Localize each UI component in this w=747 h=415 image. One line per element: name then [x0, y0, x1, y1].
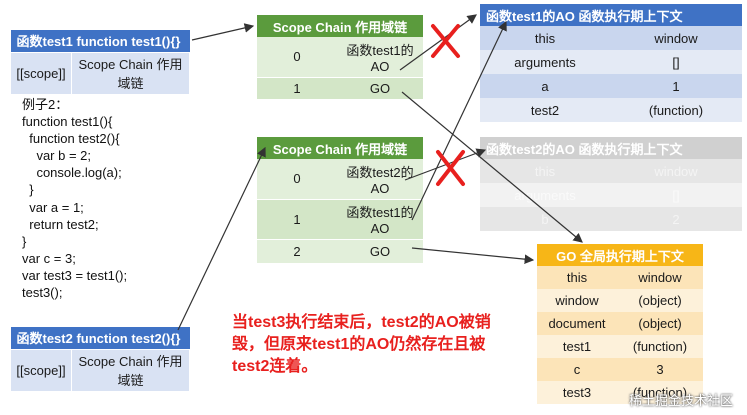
arrow-test2-to-scope-chain [177, 146, 266, 331]
go-value: (function) [617, 335, 703, 358]
scope-chain-1-index: 0 [257, 37, 337, 78]
arrow-test1-to-scope-chain [191, 23, 255, 41]
ao-value: [] [610, 183, 742, 207]
code-line: } [22, 182, 34, 198]
code-line: var b = 2; [22, 148, 92, 164]
ao-value: [] [610, 50, 742, 74]
test2-function-box: 函数test2 function test2(){} [[scope]] Sco… [10, 327, 190, 392]
scope-chain-2-value: 函数test1的AO [337, 199, 423, 240]
ao-key: a [480, 74, 610, 98]
scope-chain-2-title: Scope Chain 作用域链 [257, 137, 423, 159]
scope-chain-table-2: Scope Chain 作用域链 0 函数test2的AO 1 函数test1的… [257, 137, 423, 264]
test1-function-box: 函数test1 function test1(){} [[scope]] Sco… [10, 30, 190, 95]
ao-key: arguments [480, 50, 610, 74]
arrow-chain2-test1ao-to-test1-ao [411, 20, 507, 221]
go-key: window [537, 289, 617, 312]
watermark: 稀土掘金技术社区 [628, 393, 733, 408]
code-line: } [22, 233, 27, 249]
arrow-chain1-ao-to-test1-ao [399, 14, 477, 71]
code-example: 例子2：function test1(){ function test2(){ … [22, 96, 127, 301]
scope-chain-1-index: 1 [257, 77, 337, 100]
scope-chain-table-1: Scope Chain 作用域链 0 函数test1的AO 1 GO [257, 15, 423, 100]
code-line: function test1(){ [22, 114, 113, 130]
go-title: GO 全局执行期上下文 [537, 244, 703, 266]
go-value: (object) [617, 289, 703, 312]
code-line: var a = 1; [22, 199, 84, 215]
code-line: return test2; [22, 216, 99, 232]
cross-icon [436, 150, 465, 186]
arrow-chain2-go-to-go [411, 247, 535, 264]
ao-key: arguments [480, 183, 610, 207]
go-key: c [537, 358, 617, 381]
test2-box-title: 函数test2 function test2(){} [10, 327, 190, 349]
ao-key: this [480, 159, 610, 183]
test2-scope-chain-label: Scope Chain 作用域链 [71, 348, 190, 392]
ao-value: window [610, 26, 742, 50]
go-value: window [617, 266, 703, 289]
go-key: test3 [537, 381, 617, 404]
test2-ao-title: 函数test2的AO 函数执行期上下文 [480, 137, 742, 159]
code-line: test3(); [22, 285, 63, 301]
go-value: 3 [617, 358, 703, 381]
go-key: this [537, 266, 617, 289]
test1-box-title: 函数test1 function test1(){} [10, 30, 190, 52]
test2-scope-label: [[scope]] [10, 348, 72, 392]
go-value: (object) [617, 312, 703, 335]
test1-ao-title: 函数test1的AO 函数执行期上下文 [480, 4, 742, 26]
ao-value: 2 [610, 207, 742, 231]
test1-scope-label: [[scope]] [10, 51, 72, 95]
code-line: console.log(a); [22, 165, 122, 181]
cross-icon [431, 24, 460, 58]
ao-value: window [610, 159, 742, 183]
go-key: test1 [537, 335, 617, 358]
code-line: function test2(){ [22, 131, 120, 147]
ao-value: 1 [610, 74, 742, 98]
arrow-chain1-go-to-go [401, 91, 583, 243]
scope-chain-1-value: GO [337, 77, 423, 100]
code-line: var test3 = test1(); [22, 267, 128, 283]
ao-key: test2 [480, 98, 610, 122]
scope-chain-2-value: GO [337, 239, 423, 264]
scope-chain-1-title: Scope Chain 作用域链 [257, 15, 423, 37]
go-value: (function) [617, 381, 703, 404]
scope-chain-2-index: 2 [257, 239, 337, 264]
destruction-note: 当test3执行结束后，test2的AO被销毁，但原来test1的AO仍然存在且… [232, 314, 491, 375]
scope-chain-2-index: 1 [257, 199, 337, 240]
code-line: var c = 3; [22, 250, 76, 266]
ao-value: (function) [610, 98, 742, 122]
go-key: document [537, 312, 617, 335]
scope-chain-2-index: 0 [257, 159, 337, 200]
arrow-chain2-ao-to-test2-ao [404, 148, 487, 181]
test1-scope-chain-label: Scope Chain 作用域链 [71, 51, 190, 95]
scope-chain-1-value: 函数test1的AO [337, 37, 423, 78]
code-line: 例子2： [22, 97, 69, 112]
